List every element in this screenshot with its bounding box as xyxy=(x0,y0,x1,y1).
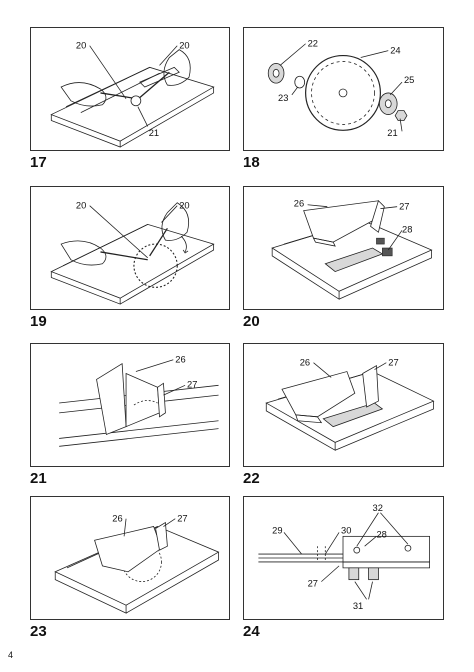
figure-21-number: 21 xyxy=(30,470,47,487)
fig19-callout-2: 20 xyxy=(179,201,189,211)
fig21-callout-1: 26 xyxy=(175,355,185,365)
figure-20-panel: 26 27 28 xyxy=(243,186,444,310)
figure-17-number: 17 xyxy=(30,154,47,171)
fig18-callout-3: 23 xyxy=(278,93,288,103)
fig22-callout-2: 27 xyxy=(388,358,398,368)
figure-24-illustration: 32 29 30 28 27 31 xyxy=(258,503,430,611)
fig24-callout-3: 30 xyxy=(341,525,351,535)
fig18-callout-4: 25 xyxy=(404,75,414,85)
figure-23-number: 23 xyxy=(30,623,47,640)
fig21-callout-2: 27 xyxy=(187,379,197,389)
fig24-callout-6: 31 xyxy=(353,601,363,611)
figure-18-number: 18 xyxy=(243,154,260,171)
fig18-callout-1: 22 xyxy=(308,39,318,49)
figure-20-illustration: 26 27 28 xyxy=(271,199,433,300)
fig24-callout-5: 27 xyxy=(308,579,318,589)
figure-23-panel: 26 27 xyxy=(30,496,230,620)
page-number: 4 xyxy=(8,650,14,660)
saw-blade xyxy=(305,54,381,131)
fig18-callout-5: 21 xyxy=(387,128,397,138)
fig17-callout-3: 21 xyxy=(149,128,159,138)
figure-17-illustration: 20 20 21 xyxy=(50,41,215,148)
figure-22-illustration: 26 27 xyxy=(265,358,435,451)
figure-18-panel: 22 24 23 25 21 xyxy=(243,27,444,151)
fig17-callout-2: 20 xyxy=(179,41,189,51)
fig23-callout-1: 26 xyxy=(112,514,122,524)
figure-19-number: 19 xyxy=(30,313,47,330)
figure-19-illustration: 20 20 xyxy=(50,201,215,305)
fig24-callout-4: 28 xyxy=(376,529,386,539)
figure-24-panel: 32 29 30 28 27 31 xyxy=(243,496,444,620)
fig22-callout-1: 26 xyxy=(300,358,310,368)
figure-23-illustration: 26 27 xyxy=(54,514,220,614)
fig18-callout-2: 24 xyxy=(390,46,400,56)
blade-guard xyxy=(281,371,356,424)
figure-22-panel: 26 27 xyxy=(243,343,444,467)
figure-20-number: 20 xyxy=(243,313,260,330)
fig24-callout-1: 32 xyxy=(373,503,383,513)
fig24-callout-2: 29 xyxy=(272,525,282,535)
figure-21-panel: 26 27 xyxy=(30,343,230,467)
figure-21-illustration: 26 27 xyxy=(59,355,219,447)
fig20-callout-1: 26 xyxy=(294,199,304,209)
figure-24-number: 24 xyxy=(243,623,260,640)
figure-17-panel: 20 20 21 xyxy=(30,27,230,151)
fig19-callout-1: 20 xyxy=(76,201,86,211)
blade-guard xyxy=(303,200,381,247)
fig20-callout-3: 28 xyxy=(402,224,412,234)
figure-19-panel: 20 20 xyxy=(30,186,230,310)
figure-18-illustration: 22 24 23 25 21 xyxy=(267,39,414,138)
adjusting-nuts xyxy=(348,567,379,581)
fig23-callout-2: 27 xyxy=(177,514,187,524)
outer-flange xyxy=(267,63,285,84)
fig17-callout-1: 20 xyxy=(76,41,86,51)
blade-guard xyxy=(94,526,162,573)
fig20-callout-2: 27 xyxy=(399,202,409,212)
figure-22-number: 22 xyxy=(243,470,260,487)
blade-guard xyxy=(96,362,160,436)
